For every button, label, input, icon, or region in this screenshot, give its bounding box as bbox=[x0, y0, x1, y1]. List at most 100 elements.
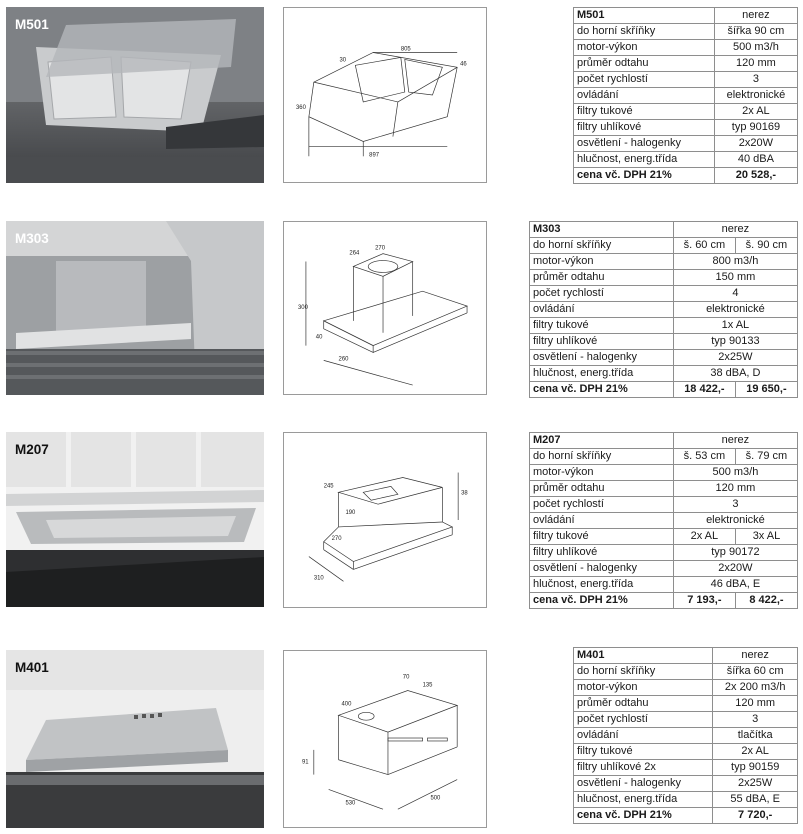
price-value: 20 528,- bbox=[713, 167, 799, 184]
spec-value: 2x20W bbox=[713, 135, 799, 152]
price-row: cena vč. DPH 21%7 720,- bbox=[572, 807, 798, 824]
spec-label: počet rychlostí bbox=[529, 496, 674, 513]
spec-value: 500 m3/h bbox=[672, 464, 799, 481]
spec-value: 2x AL bbox=[712, 743, 798, 760]
spec-label: průměr odtahu bbox=[529, 269, 674, 286]
product-photo-m401: M401 bbox=[6, 650, 264, 828]
dimension-label: 260 bbox=[339, 356, 350, 362]
spec-value: 3 bbox=[672, 496, 799, 513]
spec-value: 2x 200 m3/h bbox=[712, 679, 798, 696]
dimension-drawing-m501: 805 30 46 360 897 bbox=[283, 7, 487, 183]
dimension-label: 70 bbox=[403, 675, 410, 681]
spec-value: 2x AL bbox=[713, 103, 799, 120]
spec-value: 3 bbox=[713, 71, 799, 88]
spec-value: š. 60 cm bbox=[672, 237, 736, 254]
dimension-label: 38 bbox=[461, 490, 468, 496]
spec-label: průměr odtahu bbox=[572, 695, 714, 712]
spec-value: šířka 90 cm bbox=[713, 23, 799, 40]
price-value: 7 193,- bbox=[672, 592, 736, 609]
dimension-label: 264 bbox=[349, 251, 360, 257]
spec-value: typ 90172 bbox=[672, 544, 799, 561]
price-row: cena vč. DPH 21%18 422,-19 650,- bbox=[529, 381, 799, 398]
spec-value: 150 mm bbox=[672, 269, 799, 286]
dimension-label: 46 bbox=[460, 61, 467, 67]
dimension-label: 897 bbox=[369, 152, 379, 158]
spec-label: filtry tukové bbox=[573, 103, 715, 120]
dimension-drawing-m207: 245 190 270 310 38 bbox=[283, 432, 487, 608]
spec-label: průměr odtahu bbox=[573, 55, 715, 72]
spec-value: typ 90169 bbox=[713, 119, 799, 136]
spec-label: průměr odtahu bbox=[529, 480, 674, 497]
spec-label: počet rychlostí bbox=[573, 71, 715, 88]
price-value: 18 422,- bbox=[672, 381, 736, 398]
dimension-label: 91 bbox=[302, 760, 309, 766]
spec-value: šířka 60 cm bbox=[712, 663, 798, 680]
spec-value: 120 mm bbox=[713, 55, 799, 72]
dimension-label: 500 bbox=[430, 795, 441, 801]
spec-value: 1x AL bbox=[672, 317, 799, 334]
spec-value: š. 79 cm bbox=[734, 448, 799, 465]
spec-value: tlačítka bbox=[712, 727, 798, 744]
model-code: M303 bbox=[529, 221, 674, 238]
spec-label: motor-výkon bbox=[529, 253, 674, 270]
spec-value: 3 bbox=[712, 711, 798, 728]
spec-label: ovládání bbox=[529, 512, 674, 529]
dimension-label: 30 bbox=[340, 57, 347, 63]
spec-label: filtry uhlíkové bbox=[529, 544, 674, 561]
spec-value: elektronické bbox=[672, 512, 799, 529]
spec-label: do horní skříňky bbox=[529, 448, 674, 465]
finish-value: nerez bbox=[672, 221, 799, 238]
spec-value: 46 dBA, E bbox=[672, 576, 799, 593]
spec-value: typ 90159 bbox=[712, 759, 798, 776]
product-photo-m501: M501 bbox=[6, 7, 264, 183]
dimension-drawing-m401: 400 70 135 91 530 500 bbox=[283, 650, 487, 828]
dimension-label: 135 bbox=[423, 683, 434, 689]
price-label: cena vč. DPH 21% bbox=[573, 167, 715, 184]
model-label: M401 bbox=[15, 660, 49, 675]
spec-label: osvětlení - halogenky bbox=[529, 349, 674, 366]
spec-value: 3x AL bbox=[734, 528, 799, 545]
spec-label: ovládání bbox=[529, 301, 674, 318]
price-row: cena vč. DPH 21%20 528,- bbox=[573, 167, 799, 184]
spec-label: počet rychlostí bbox=[572, 711, 714, 728]
spec-label: filtry uhlíkové 2x bbox=[572, 759, 714, 776]
spec-value: 40 dBA bbox=[713, 151, 799, 168]
spec-label: osvětlení - halogenky bbox=[572, 775, 714, 792]
spec-value: elektronické bbox=[672, 301, 799, 318]
spec-label: hlučnost, energ.třída bbox=[572, 791, 714, 808]
spec-value: 500 m3/h bbox=[713, 39, 799, 56]
dimension-label: 270 bbox=[375, 246, 386, 252]
spec-value: 4 bbox=[672, 285, 799, 302]
spec-value: 55 dBA, E bbox=[712, 791, 798, 808]
dimension-label: 245 bbox=[324, 483, 335, 489]
model-code: M501 bbox=[573, 7, 715, 24]
spec-label: filtry tukové bbox=[572, 743, 714, 760]
price-value: 19 650,- bbox=[734, 381, 799, 398]
dimension-drawing-m303: 264 270 300 260 40 bbox=[283, 221, 487, 395]
spec-label: hlučnost, energ.třída bbox=[573, 151, 715, 168]
spec-label: filtry uhlíkové bbox=[573, 119, 715, 136]
